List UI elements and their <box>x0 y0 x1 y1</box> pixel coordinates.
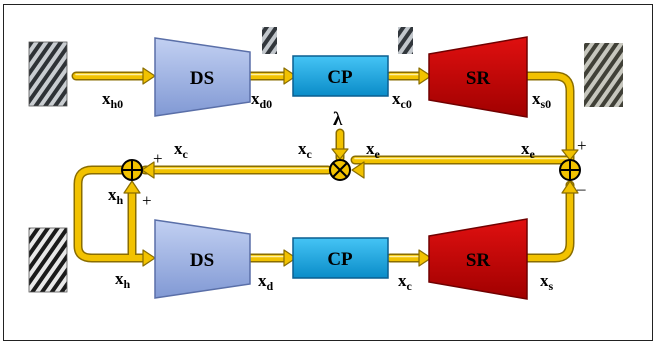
ds-top-label: DS <box>190 68 214 89</box>
sum-junction-right <box>559 159 581 181</box>
signal-xd: xd <box>258 271 274 293</box>
signal-xd0: xd0 <box>251 89 273 111</box>
lambda-label: λ <box>333 109 343 130</box>
right-plus-sign: + <box>577 136 587 155</box>
signal-xe-mid: xe <box>366 139 380 161</box>
ds-bottom-label: DS <box>190 250 214 271</box>
zebra-image-downsampled <box>262 27 277 54</box>
right-minus-sign: – <box>577 179 586 198</box>
signal-xc-left: xc <box>174 139 188 161</box>
arrowhead <box>561 149 579 161</box>
signal-xh-left: xh <box>108 185 124 207</box>
arrowhead <box>418 249 432 267</box>
zebra-image-input <box>28 41 68 107</box>
signal-xc-mid: xc <box>298 139 312 161</box>
signal-xs: xs <box>540 271 554 293</box>
ds-block-bottom <box>154 219 251 299</box>
arrowhead <box>561 180 579 194</box>
signal-xs0: xs0 <box>532 89 552 111</box>
wire-network <box>71 71 575 263</box>
left-plus-sign-top: + <box>153 149 163 168</box>
arrowhead <box>331 148 349 160</box>
sr-block-top <box>428 36 528 118</box>
cp-bottom-label: CP <box>327 249 353 270</box>
arrowhead <box>283 249 297 267</box>
diagram-frame <box>3 4 653 341</box>
arrowhead <box>142 249 156 267</box>
signal-xh-bottom: xh <box>115 269 131 291</box>
zebra-image-superresolved <box>584 43 623 107</box>
left-plus-sign-bottom: + <box>142 191 152 210</box>
multiply-junction <box>329 159 351 181</box>
cp-block-top <box>292 55 389 97</box>
arrowhead <box>283 67 297 85</box>
arrowhead <box>141 161 155 179</box>
signal-xh0: xh0 <box>102 89 124 111</box>
arrowhead <box>142 67 156 85</box>
sr-bottom-label: SR <box>466 250 491 271</box>
arrowhead <box>123 180 141 194</box>
sr-block-bottom <box>428 218 528 300</box>
zebra-image-output <box>28 227 68 293</box>
arrowhead <box>418 67 432 85</box>
signal-xc0: xc0 <box>392 89 412 111</box>
cp-top-label: CP <box>327 67 353 88</box>
arrowhead <box>351 161 365 179</box>
zebra-image-compressed <box>398 27 413 54</box>
signal-xe-right: xe <box>521 139 535 161</box>
arrowheads <box>123 67 579 267</box>
signal-xc-bottom: xc <box>398 271 412 293</box>
cp-block-bottom <box>292 237 389 279</box>
ds-block-top <box>154 37 251 117</box>
sr-top-label: SR <box>466 68 491 89</box>
sum-junction-left <box>121 159 143 181</box>
